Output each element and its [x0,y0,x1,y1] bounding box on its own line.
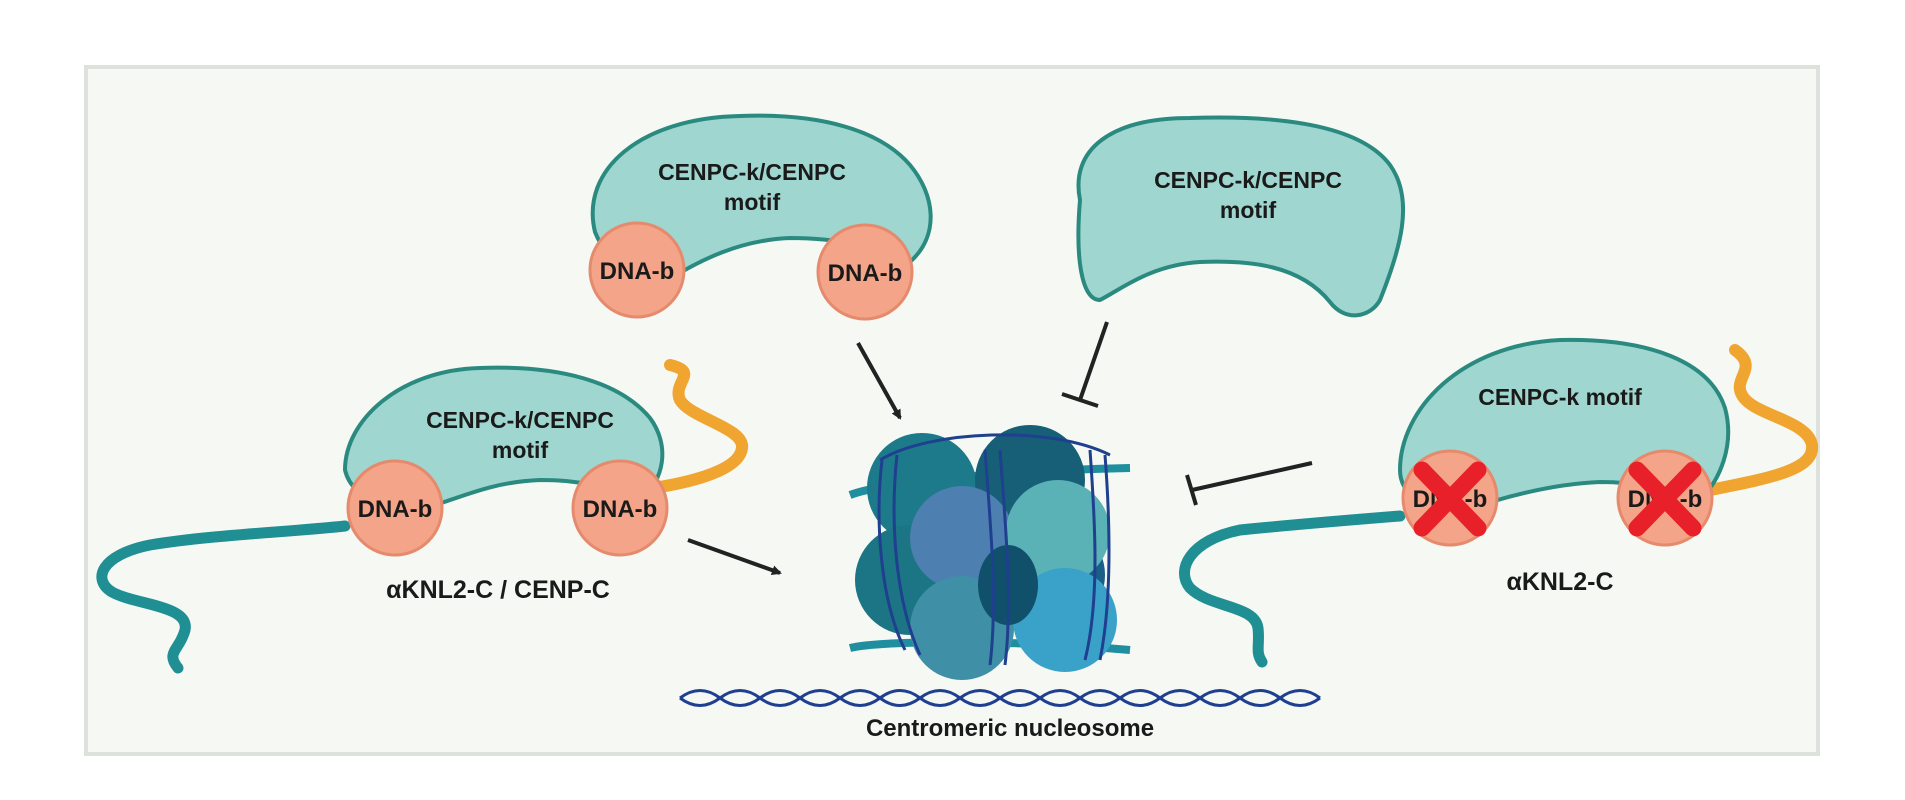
left-motif-label-1: CENPC-k/CENPC [426,407,614,433]
left-tail [96,520,351,674]
right-linker [1704,344,1819,496]
top-right-motif-label-2: motif [1220,197,1277,223]
left-linker [634,359,748,496]
top-right-motif-body [1076,115,1406,318]
linear-dna-helix [679,689,1321,707]
activation-arrow-top-left [856,342,902,420]
nucleosome-wrap-helix-1 [877,454,922,656]
nucleosome-wrap-helix-2 [1083,449,1111,661]
nucleosome-label: Centromeric nucleosome [866,715,1154,742]
left-dna-binding-left: DNA-b [346,459,444,557]
left-motif-label-2: motif [492,437,549,463]
histone-front-right-bottom [1013,568,1117,672]
left-dna-b-right-label: DNA-b [583,496,658,523]
right-cross-left-icon [1413,461,1487,537]
left-protein-caption: αKNL2-C / CENP-C [386,576,610,604]
right-motif-label: CENPC-k motif [1478,384,1642,410]
nucleosome-wrap-top [879,433,1111,462]
top-right-motif-label-1: CENPC-k/CENPC [1154,167,1342,193]
centromeric-nucleosome: Centromeric nucleosome [679,425,1321,742]
top-right-protein: CENPC-k/CENPC motif [1076,115,1406,318]
top-left-dna-binding-left: DNA-b [588,221,686,319]
top-left-dna-binding-right: DNA-b [816,223,914,321]
right-tail [1179,510,1406,668]
top-left-dna-b-left-label: DNA-b [600,258,675,285]
left-protein: CENPC-k/CENPC motif DNA-b DNA-b αKNL2-C … [96,359,748,674]
activation-arrow-left [687,538,782,576]
left-dna-b-left-label: DNA-b [358,496,433,523]
nucleosome-wrap-helix-3 [983,449,1010,666]
right-protein: CENPC-k motif DNA-b DNA-b αKNL2-C [1179,337,1819,668]
top-left-dna-b-right-label: DNA-b [828,260,903,287]
right-protein-caption: αKNL2-C [1506,568,1613,596]
top-left-protein: CENPC-k/CENPC motif DNA-b DNA-b [588,113,933,321]
left-dna-binding-right: DNA-b [571,459,669,557]
histone-front-right-top [1006,480,1110,584]
inhibition-arrow-top-right [1061,321,1109,408]
top-left-motif-label-2: motif [724,189,781,215]
top-left-motif-label-1: CENPC-k/CENPC [658,159,846,185]
inhibition-arrow-right [1185,461,1313,506]
right-cross-right-icon [1628,461,1702,537]
